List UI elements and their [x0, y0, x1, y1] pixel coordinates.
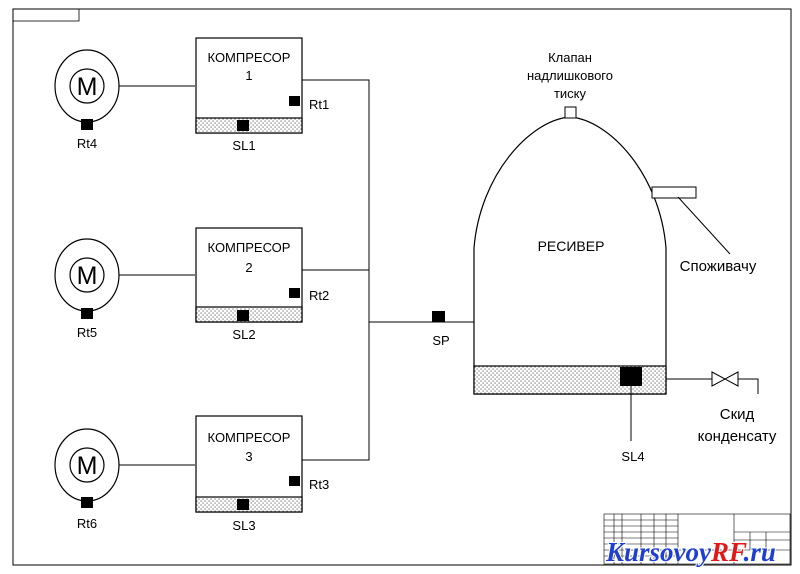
compressor-2-level-sensor: [237, 310, 249, 321]
compressor-1-body: [195, 37, 303, 134]
consumer-outlet-pipe: [651, 186, 697, 199]
motor-2-inner-circle: [69, 257, 105, 293]
compressor-2: КОМПРЕСОР 2: [195, 227, 303, 323]
watermark-part-1: Kursovoy: [605, 537, 712, 567]
compressor-2-body: [195, 227, 303, 323]
consumer-leader-line: [677, 196, 731, 255]
compressor-3-title: КОМПРЕСОР: [208, 430, 291, 445]
compressor-2-temp-sensor-label: Rt2: [309, 288, 329, 303]
motor-2-symbol: M: [77, 262, 98, 290]
receiver-level-sensor-label: SL4: [621, 449, 644, 464]
title-block: [603, 513, 791, 565]
compressor-2-temp-sensor: [289, 288, 300, 298]
pressure-sensor-label: SP: [432, 333, 449, 348]
frame-corner-stamp: [12, 8, 80, 22]
compressor-1-level-sensor-label: SL1: [232, 138, 255, 153]
compressor-1-number: 1: [245, 68, 252, 83]
receiver-vessel: [473, 116, 667, 395]
watermark-part-2: RF: [710, 537, 747, 567]
motor-1: M Rt4: [54, 49, 120, 151]
motor-2-temp-sensor: [81, 308, 93, 319]
consumer-label: Споживачу: [680, 258, 757, 275]
motor-1-symbol: M: [77, 73, 98, 101]
receiver-level-sensor: [620, 367, 642, 386]
motor-2-temp-sensor-label: Rt5: [77, 325, 97, 340]
compressor-1: КОМПРЕСОР 1: [195, 37, 303, 134]
compressor-3-level-sensor: [237, 499, 249, 510]
compressor-1-temp-sensor-label: Rt1: [309, 97, 329, 112]
watermark-part-3: .ru: [744, 537, 776, 567]
compressor-3: КОМПРЕСОР 3: [195, 415, 303, 513]
relief-valve-label-line-1: Клапан: [548, 50, 592, 65]
compressor-3-level-sensor-label: SL3: [232, 518, 255, 533]
compressor-3-temp-sensor-label: Rt3: [309, 477, 329, 492]
condensate-drain: [666, 371, 759, 394]
compressor-2-number: 2: [245, 260, 252, 275]
motor-3-temp-sensor: [81, 497, 93, 508]
watermark: KursovoyRF.ru: [605, 537, 776, 567]
drain-outlet-line: [738, 378, 759, 394]
compressor-1-title: КОМПРЕСОР: [208, 50, 291, 65]
drain-valve-icon: [711, 371, 739, 387]
compressor-2-level-sensor-label: SL2: [232, 327, 255, 342]
motor-1-temp-sensor-label: Rt4: [77, 136, 97, 151]
discharge-manifold: [302, 79, 474, 461]
motor-2: M Rt5: [54, 238, 120, 340]
drain-label-line-1: Скид: [720, 406, 755, 423]
motor-3-symbol: M: [77, 452, 98, 480]
motor-1-inner-circle: [69, 68, 105, 104]
receiver: [473, 106, 731, 441]
motor-3-inner-circle: [69, 447, 105, 483]
compressor-1-level-sensor: [237, 120, 249, 131]
relief-valve-label-line-3: тиску: [554, 86, 587, 101]
receiver-label: РЕСИВЕР: [538, 238, 605, 254]
pressure-sensor: [432, 311, 445, 322]
motor-1-temp-sensor: [81, 119, 93, 130]
relief-valve: [564, 106, 577, 119]
motor-3-temp-sensor-label: Rt6: [77, 516, 97, 531]
compressor-1-temp-sensor: [289, 96, 300, 106]
compressor-3-body: [195, 415, 303, 513]
compressor-3-temp-sensor: [289, 476, 300, 486]
relief-valve-label-line-2: надлишкового: [527, 68, 613, 83]
drain-label-line-2: конденсату: [698, 428, 777, 445]
compressor-3-number: 3: [245, 449, 252, 464]
motor-3: M Rt6: [54, 428, 120, 531]
compressor-2-title: КОМПРЕСОР: [208, 240, 291, 255]
drawing-frame: [12, 8, 792, 566]
